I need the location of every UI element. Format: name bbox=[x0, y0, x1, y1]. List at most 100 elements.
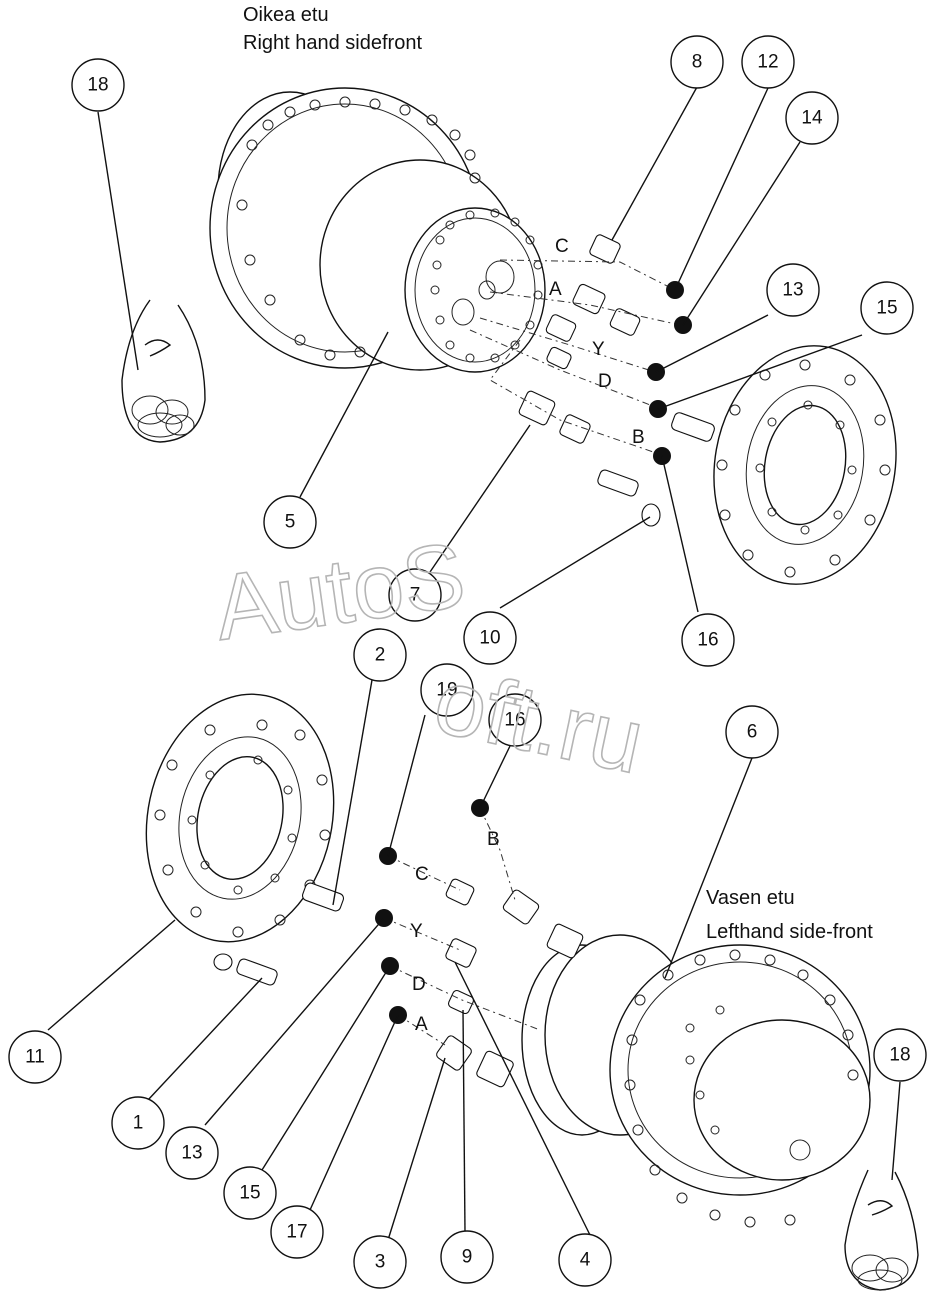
balloon-circle bbox=[388, 568, 442, 622]
balloon-number: 14 bbox=[801, 108, 823, 129]
balloon-19: 3 bbox=[353, 1235, 407, 1289]
balloon-number: 16 bbox=[697, 630, 718, 651]
balloon-21: 4 bbox=[558, 1233, 612, 1287]
balloon-number: 6 bbox=[747, 722, 758, 743]
balloon-circle bbox=[670, 35, 724, 89]
balloon-circle bbox=[741, 35, 795, 89]
balloon-12: 16 bbox=[488, 693, 542, 747]
balloon-6: 5 bbox=[263, 495, 317, 549]
balloon-number: 3 bbox=[375, 1252, 386, 1273]
balloon-22: 18 bbox=[873, 1028, 927, 1082]
watermark-upper: AutoS bbox=[209, 524, 471, 660]
balloon-circle bbox=[165, 1126, 219, 1180]
port-letter-a: A bbox=[415, 1014, 428, 1035]
balloon-number: 13 bbox=[782, 280, 803, 301]
balloon-circle bbox=[8, 1030, 62, 1084]
balloon-circle bbox=[223, 1166, 277, 1220]
balloon-circle bbox=[860, 281, 914, 335]
port-letters-lower: B C Y D A bbox=[410, 829, 500, 1035]
left-fittings bbox=[213, 878, 584, 1088]
balloon-number: 2 bbox=[375, 645, 386, 666]
balloon-circle bbox=[488, 693, 542, 747]
balloon-circle bbox=[71, 58, 125, 112]
balloon-number: 8 bbox=[692, 52, 703, 73]
balloon-circle bbox=[725, 705, 779, 759]
balloon-number: 15 bbox=[239, 1183, 260, 1204]
balloon-17: 15 bbox=[223, 1166, 277, 1220]
balloon-number: 19 bbox=[436, 680, 457, 701]
balloon-number: 5 bbox=[285, 512, 296, 533]
balloon-number: 16 bbox=[504, 710, 525, 731]
balloon-2: 12 bbox=[741, 35, 795, 89]
balloon-number: 13 bbox=[181, 1143, 202, 1164]
balloon-circle bbox=[681, 613, 735, 667]
balloon-number: 11 bbox=[25, 1047, 45, 1068]
port-letter-y: Y bbox=[410, 921, 423, 942]
balloon-5: 15 bbox=[860, 281, 914, 335]
balloon-3: 14 bbox=[785, 91, 839, 145]
balloon-circle bbox=[440, 1230, 494, 1284]
right-caption-fi: Oikea etu bbox=[243, 4, 329, 26]
balloon-number: 7 bbox=[410, 585, 421, 606]
balloon-10: 2 bbox=[353, 628, 407, 682]
balloon-number: 10 bbox=[479, 628, 500, 649]
port-letter-b: B bbox=[632, 427, 645, 448]
port-letter-c: C bbox=[415, 864, 429, 885]
balloon-number: 12 bbox=[757, 52, 778, 73]
balloon-9: 16 bbox=[681, 613, 735, 667]
left-caption-en: Lefthand side-front bbox=[706, 921, 873, 943]
balloon-circle bbox=[353, 628, 407, 682]
port-lines-upper bbox=[469, 259, 681, 456]
port-letter-b: B bbox=[487, 829, 500, 850]
balloon-number: 18 bbox=[87, 75, 108, 96]
right-fittings bbox=[518, 234, 715, 527]
left-hub-motor bbox=[521, 934, 871, 1228]
balloon-16: 13 bbox=[165, 1126, 219, 1180]
right-flange bbox=[713, 345, 897, 585]
leader-lines bbox=[47, 86, 901, 1241]
balloon-circle bbox=[558, 1233, 612, 1287]
balloon-14: 11 bbox=[8, 1030, 62, 1084]
watermark-lower: oft.ru bbox=[426, 650, 652, 793]
port-letter-d: D bbox=[598, 371, 612, 392]
balloon-circle bbox=[353, 1235, 407, 1289]
balloon-circle bbox=[420, 663, 474, 717]
balloon-0: 18 bbox=[71, 58, 125, 112]
balloon-number: 4 bbox=[580, 1250, 591, 1271]
balloon-number: 1 bbox=[133, 1113, 144, 1134]
left-caption-fi: Vasen etu bbox=[706, 887, 795, 909]
left-flange bbox=[145, 693, 335, 943]
balloon-20: 9 bbox=[440, 1230, 494, 1284]
balloon-13: 6 bbox=[725, 705, 779, 759]
oring-bag-upper bbox=[121, 299, 206, 443]
port-letter-c: C bbox=[555, 236, 569, 257]
balloon-circle bbox=[263, 495, 317, 549]
port-lines-lower bbox=[383, 807, 541, 1046]
balloon-18: 17 bbox=[270, 1205, 324, 1259]
balloon-circle bbox=[785, 91, 839, 145]
balloon-circle bbox=[766, 263, 820, 317]
balloon-number: 18 bbox=[889, 1045, 910, 1066]
balloon-circle bbox=[463, 611, 517, 665]
balloon-number: 17 bbox=[286, 1222, 307, 1243]
balloon-15: 1 bbox=[111, 1096, 165, 1150]
balloon-number: 15 bbox=[876, 298, 897, 319]
balloon-circle bbox=[270, 1205, 324, 1259]
balloon-4: 13 bbox=[766, 263, 820, 317]
balloon-circle bbox=[111, 1096, 165, 1150]
balloon-1: 8 bbox=[670, 35, 724, 89]
port-letters-upper: C A Y D B bbox=[549, 236, 645, 448]
right-caption-en: Right hand sidefront bbox=[243, 32, 423, 54]
balloon-circle bbox=[873, 1028, 927, 1082]
oring-bag-lower bbox=[844, 1169, 919, 1291]
port-letter-d: D bbox=[412, 974, 426, 995]
port-letter-a: A bbox=[549, 279, 562, 300]
balloon-11: 19 bbox=[420, 663, 474, 717]
balloon-8: 10 bbox=[463, 611, 517, 665]
port-letter-y: Y bbox=[592, 339, 605, 360]
balloon-number: 9 bbox=[462, 1247, 473, 1268]
right-hub-motor bbox=[209, 87, 546, 373]
